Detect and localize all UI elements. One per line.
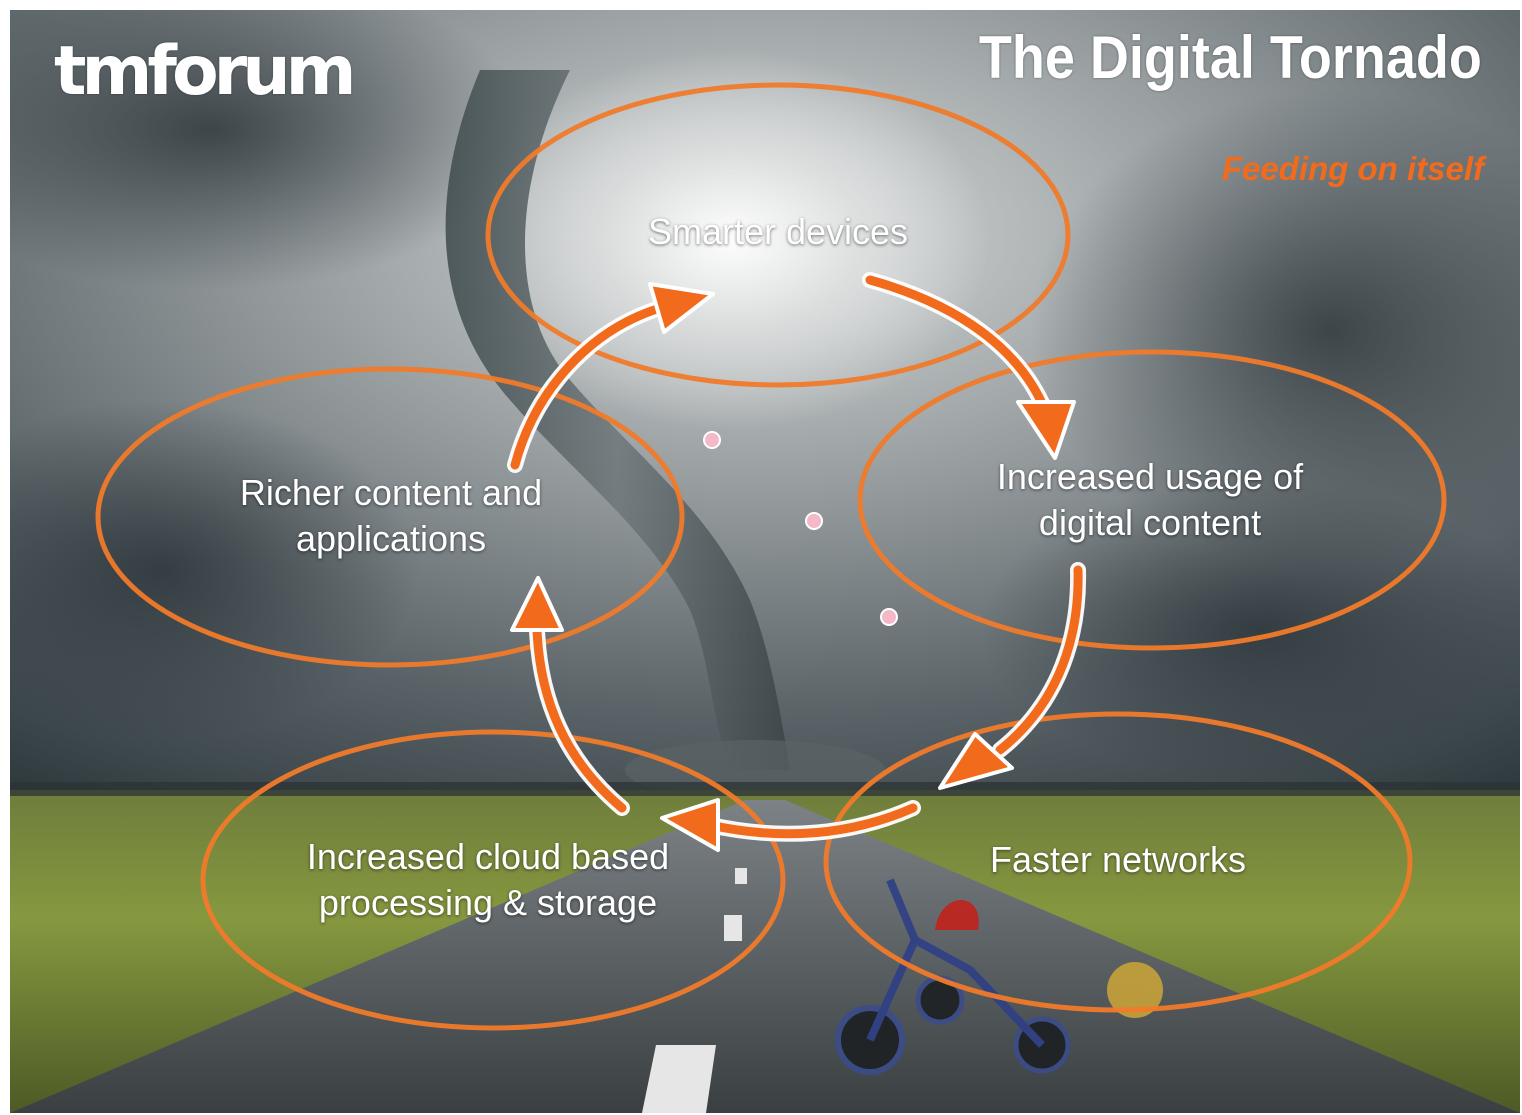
arrow-devices-to-usage xyxy=(862,272,1076,460)
decorative-dot xyxy=(880,608,898,626)
node-richer-content: Richer content and applications xyxy=(240,470,542,562)
arrow-cloud-to-richer xyxy=(510,576,630,816)
node-label-line: Increased usage of xyxy=(996,456,1304,497)
node-smarter-devices: Smarter devices xyxy=(648,209,908,255)
arrow-usage-to-networks xyxy=(938,562,1087,790)
decorative-dot xyxy=(703,431,721,449)
node-cloud-processing: Increased cloud based processing & stora… xyxy=(307,834,669,926)
cycle-diagram xyxy=(95,82,1447,1031)
ellipse-cloud-processing xyxy=(200,729,786,1031)
ellipse-faster-networks xyxy=(823,711,1413,1013)
slide-subtitle: Feeding on itself xyxy=(1221,150,1484,187)
slide-title: The Digital Tornado xyxy=(979,24,1482,91)
node-label-line: digital content xyxy=(1038,502,1262,543)
node-label-line: Faster networks xyxy=(989,839,1247,880)
node-label-line: processing & storage xyxy=(318,882,658,923)
ellipse-richer-content xyxy=(95,366,685,668)
node-label-line: Increased cloud based xyxy=(306,836,670,877)
ellipse-increased-usage xyxy=(857,349,1447,651)
arrow-richer-to-devices xyxy=(507,282,715,473)
tmforum-logo: tmforum xyxy=(54,32,356,111)
slide: tmforum The Digital Tornado Feeding on i… xyxy=(10,10,1520,1113)
node-label-line: Richer content and xyxy=(239,472,543,513)
ellipse-smarter-devices xyxy=(485,82,1071,388)
node-increased-usage: Increased usage of digital content xyxy=(997,454,1303,546)
decorative-dot xyxy=(805,512,823,530)
node-label-line: Smarter devices xyxy=(647,211,909,252)
background-scene xyxy=(10,10,1520,1113)
arrow-networks-to-cloud xyxy=(660,798,921,852)
node-label-line: applications xyxy=(295,518,487,559)
node-faster-networks: Faster networks xyxy=(990,837,1246,883)
